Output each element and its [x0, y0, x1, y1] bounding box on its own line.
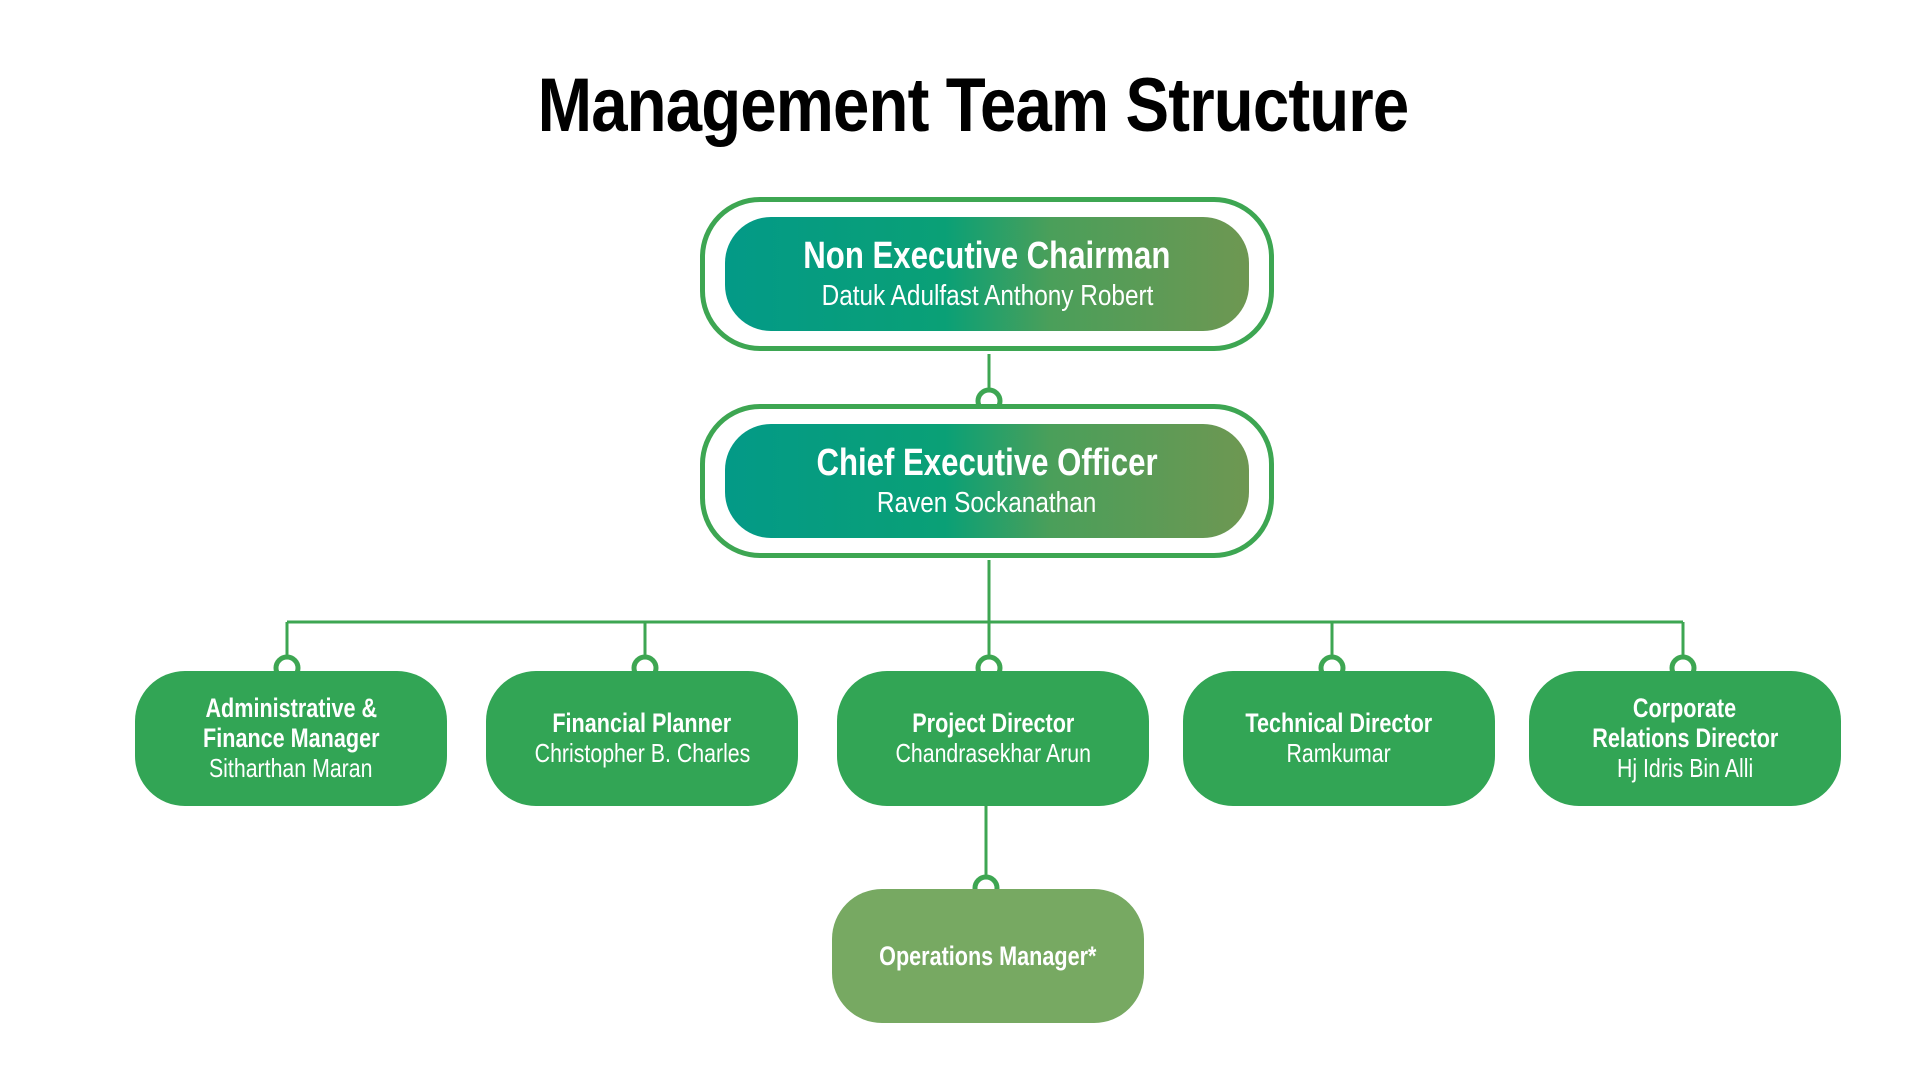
- corporate-relations-name: Hj Idris Bin Alli: [1616, 753, 1754, 783]
- chairman-card: Non Executive Chairman Datuk Adulfast An…: [725, 217, 1249, 331]
- corporate-relations-role-line-2: Relations Director: [1591, 723, 1779, 753]
- technical-director-card: Technical Director Ramkumar: [1183, 671, 1495, 806]
- project-director-card: Project Director Chandrasekhar Arun: [837, 671, 1149, 806]
- financial-planner-name: Christopher B. Charles: [534, 738, 750, 768]
- admin-finance-role-line-1: Administrative &: [205, 693, 377, 723]
- page-title: Management Team Structure: [537, 63, 1410, 148]
- project-director-name: Chandrasekhar Arun: [895, 738, 1091, 768]
- operations-manager-role: Operations Manager*: [879, 940, 1097, 971]
- chairman-role: Non Executive Chairman: [803, 235, 1171, 277]
- financial-planner-card: Financial Planner Christopher B. Charles: [486, 671, 798, 806]
- technical-director-role: Technical Director: [1245, 708, 1433, 738]
- financial-planner-role: Financial Planner: [552, 708, 732, 738]
- chairman-box: Non Executive Chairman Datuk Adulfast An…: [700, 197, 1274, 351]
- ceo-box: Chief Executive Officer Raven Sockanatha…: [700, 404, 1274, 558]
- ceo-name: Raven Sockanathan: [877, 487, 1097, 519]
- project-director-role: Project Director: [911, 708, 1075, 738]
- ceo-role: Chief Executive Officer: [816, 442, 1158, 484]
- chairman-name: Datuk Adulfast Anthony Robert: [821, 280, 1153, 312]
- admin-finance-role-line-2: Finance Manager: [202, 723, 380, 753]
- technical-director-name: Ramkumar: [1286, 738, 1392, 768]
- operations-manager-card: Operations Manager*: [832, 889, 1144, 1023]
- admin-finance-card: Administrative & Finance Manager Sithart…: [135, 671, 447, 806]
- corporate-relations-role-line-1: Corporate: [1633, 693, 1737, 723]
- corporate-relations-card: Corporate Relations Director Hj Idris Bi…: [1529, 671, 1841, 806]
- ceo-card: Chief Executive Officer Raven Sockanatha…: [725, 424, 1249, 538]
- admin-finance-name: Sitharthan Maran: [209, 753, 373, 783]
